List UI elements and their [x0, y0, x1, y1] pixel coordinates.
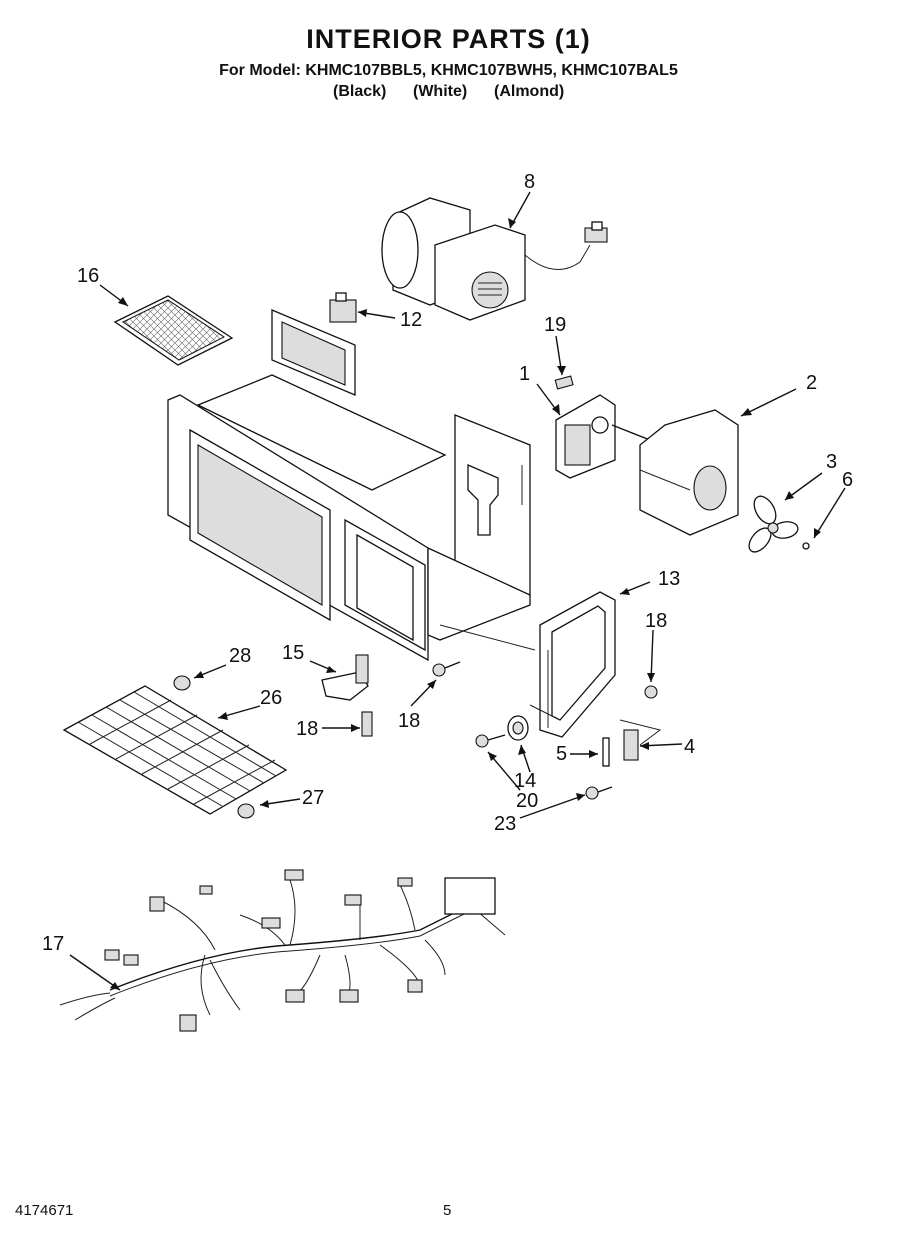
part-8-blower-motor: [381, 197, 608, 321]
color-white-label: (White): [413, 83, 468, 100]
part-4-switch: [623, 729, 639, 761]
callout-18-left: 18: [296, 718, 318, 740]
part-15-bracket: [321, 654, 369, 701]
part-28-spacer: [173, 675, 191, 691]
part-6-clip: [802, 542, 810, 550]
part-3-fan-blade: [748, 495, 799, 553]
callout-17: 17: [42, 933, 64, 955]
assembly-guide-lines: [439, 624, 662, 746]
part-19-screw: [554, 375, 574, 390]
part-2-fan-shroud: [639, 409, 739, 536]
callout-15: 15: [282, 642, 304, 664]
callout-13: 13: [658, 568, 680, 590]
part-16-filter: [113, 295, 234, 366]
part-23-screw: [585, 786, 613, 800]
part-20-screw: [475, 734, 506, 748]
page-number: 5: [443, 1202, 452, 1219]
page-title: INTERIOR PARTS (1): [306, 24, 591, 54]
part-26-rack: [62, 685, 288, 815]
callout-19: 19: [544, 314, 566, 336]
leader-arrowheads: [110, 218, 821, 990]
part-18-screw-a: [361, 711, 373, 737]
callout-6: 6: [842, 469, 853, 491]
callout-4: 4: [684, 736, 695, 758]
callout-16: 16: [77, 265, 99, 287]
color-black-label: (Black): [333, 83, 387, 100]
callout-18-right: 18: [645, 610, 667, 632]
cavity-housing: [167, 309, 531, 662]
callout-labels: 8 16 12 19 1 2 3 6 13 18 28 15 26 18 18 …: [42, 171, 853, 955]
callout-14: 14: [514, 770, 536, 792]
part-5-fuse: [602, 737, 610, 767]
callout-12: 12: [400, 309, 422, 331]
part-14-thermal-cutout: [507, 715, 529, 741]
callout-26: 26: [260, 687, 282, 709]
callout-8: 8: [524, 171, 535, 193]
part-13-frame: [539, 591, 616, 738]
document-number: 4174671: [15, 1202, 74, 1219]
part-17-wire-harness: [59, 869, 506, 1032]
part-27-spacer: [237, 803, 255, 819]
callout-2: 2: [806, 372, 817, 394]
part-18-screw-b: [432, 661, 461, 677]
callout-28: 28: [229, 645, 251, 667]
callout-23: 23: [494, 813, 516, 835]
callout-3: 3: [826, 451, 837, 473]
callout-1: 1: [519, 363, 530, 385]
callout-5: 5: [556, 743, 567, 765]
color-almond-label: (Almond): [494, 83, 565, 100]
part-12-switch: [329, 292, 357, 323]
callout-27: 27: [302, 787, 324, 809]
callout-18-center: 18: [398, 710, 420, 732]
model-list: For Model: KHMC107BBL5, KHMC107BWH5, KHM…: [219, 62, 678, 79]
part-1-motor-mount: [555, 394, 651, 479]
part-18-screw-c: [644, 685, 658, 699]
callout-20: 20: [516, 790, 538, 812]
